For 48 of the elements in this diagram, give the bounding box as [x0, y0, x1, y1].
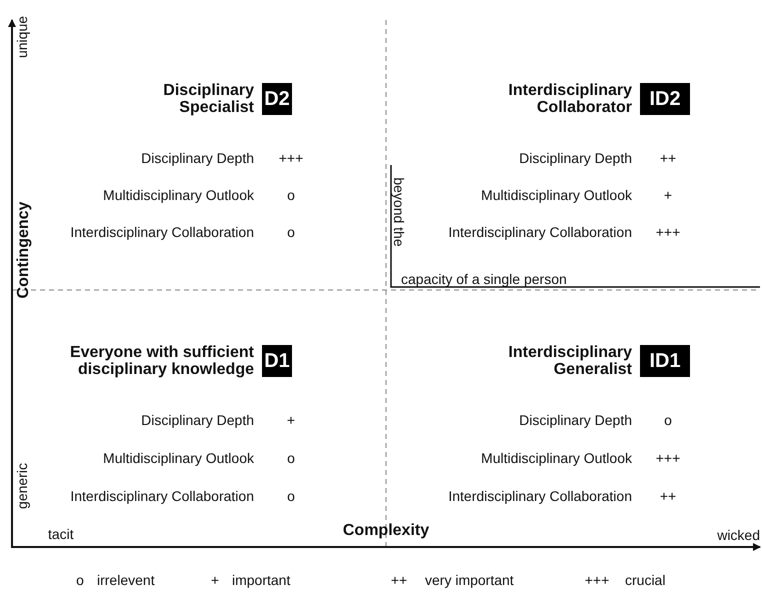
rating-value: o [287, 224, 295, 240]
criterion-label: Multidisciplinary Outlook [103, 450, 254, 466]
criterion-label: Multidisciplinary Outlook [481, 450, 632, 466]
criterion-label: Interdisciplinary Collaboration [70, 224, 254, 240]
rating-value: ++ [660, 488, 676, 504]
rating-value: + [286, 412, 296, 428]
axis-title: Complexity [342, 523, 430, 539]
criterion-label: Disciplinary Depth [141, 150, 254, 166]
criterion-label: Interdisciplinary Collaboration [448, 488, 632, 504]
quadrant-heading: Disciplinary Specialist [162, 82, 254, 116]
criterion-label: Interdisciplinary Collaboration [70, 488, 254, 504]
criterion-label: Disciplinary Depth [519, 412, 632, 428]
quadrant-heading: Everyone with sufficient disciplinary knowledge [68, 344, 254, 378]
rating-value: +++ [656, 224, 680, 240]
rating-value: o [664, 412, 672, 428]
quadrant-badge: ID2 [640, 83, 690, 115]
criterion-label: Multidisciplinary Outlook [481, 187, 632, 203]
criterion-label: Multidisciplinary Outlook [103, 187, 254, 203]
axis-label: unique [14, 16, 30, 58]
axis-label: wicked [717, 527, 760, 543]
rating-symbol: +++ [584, 572, 610, 588]
axis-label: generic [14, 463, 30, 509]
criterion-label: Interdisciplinary Collaboration [448, 224, 632, 240]
rating-value: + [664, 187, 672, 203]
rating-meaning-text: crucial [625, 572, 666, 588]
quadrant-badge: D1 [262, 345, 292, 377]
rating-value: +++ [278, 150, 304, 166]
quadrant-badge: ID1 [640, 345, 690, 377]
axis-title: Contingency [16, 202, 32, 298]
bracket-label: beyond the [391, 177, 407, 247]
axis-label: tacit [48, 526, 74, 542]
rating-value: o [287, 450, 295, 466]
rating-symbol: ++ [390, 572, 408, 588]
quadrant-heading: Interdisciplinary Generalist [507, 344, 632, 378]
quadrant-heading: Interdisciplinary Collaborator [507, 82, 632, 116]
rating-meaning-text: irrelevent [97, 572, 155, 588]
rating-symbol: + [210, 572, 220, 588]
criterion-label: Disciplinary Depth [141, 412, 254, 428]
rating-value: ++ [660, 150, 676, 166]
rating-meaning-text: very important [425, 572, 514, 588]
quadrant-badge: D2 [262, 83, 292, 115]
rating-value: o [287, 488, 295, 504]
rating-symbol: o [76, 572, 84, 588]
rating-value: o [287, 187, 295, 203]
bracket-label: capacity of a single person [401, 271, 567, 287]
criterion-label: Disciplinary Depth [519, 150, 632, 166]
rating-value: +++ [656, 450, 680, 466]
rating-meaning-text: important [232, 572, 290, 588]
